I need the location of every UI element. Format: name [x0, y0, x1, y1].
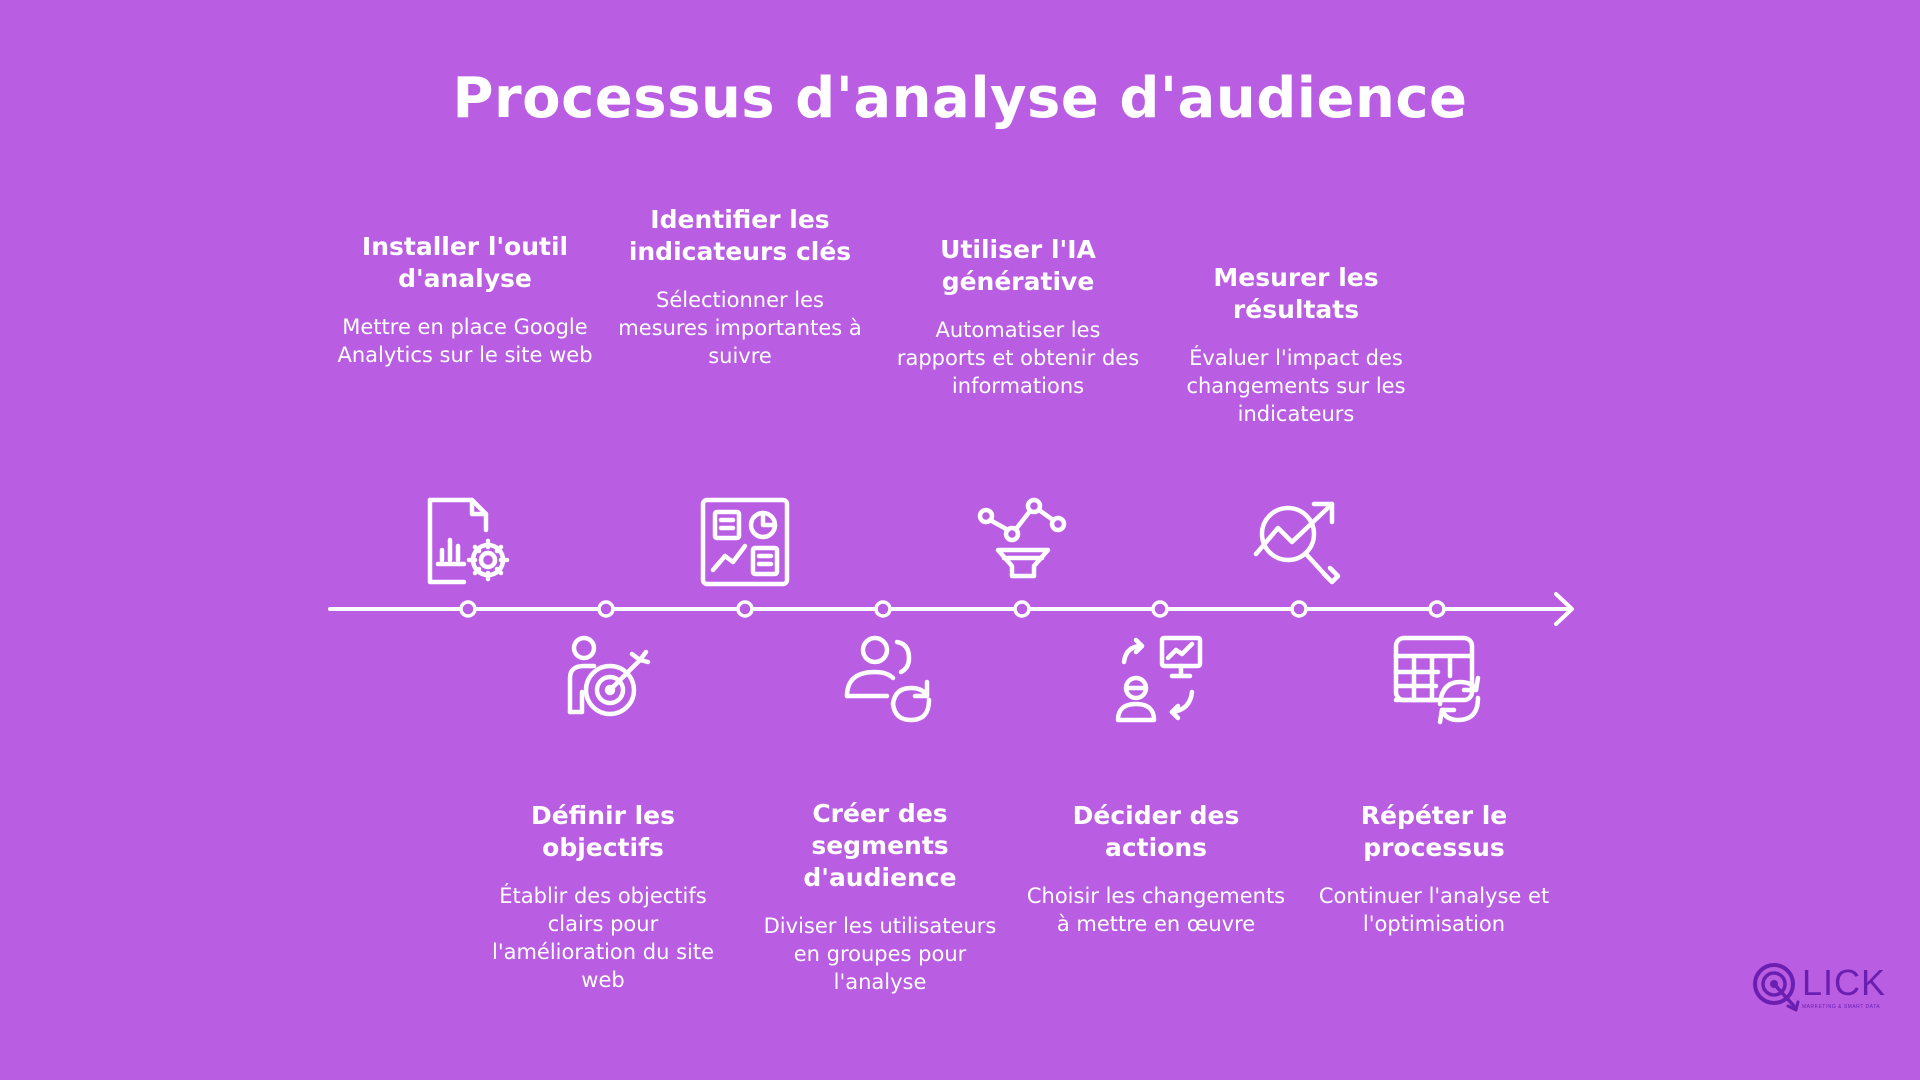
step-title: Installer l'outil d'analyse — [361, 232, 569, 293]
step-title: Créer des segments d'audience — [803, 799, 957, 892]
step-3: Identifier les indicateurs clés Sélectio… — [610, 204, 870, 370]
step-title: Identifier les indicateurs clés — [628, 205, 852, 266]
step-description: Automatiser les rapports et obtenir des … — [896, 318, 1140, 398]
step-title: Répéter le processus — [1360, 801, 1508, 862]
timeline-node — [1428, 600, 1446, 618]
trend-magnifier-icon — [1250, 494, 1350, 594]
step-description: Choisir les changements à mettre en œuvr… — [1026, 884, 1286, 936]
step-description: Établir des objectifs clairs pour l'amél… — [491, 884, 715, 992]
timeline-node — [1290, 600, 1308, 618]
dashboard-icon — [695, 494, 795, 594]
table-refresh-icon — [1388, 632, 1488, 732]
timeline-node — [597, 600, 615, 618]
step-4: Créer des segments d'audience Diviser le… — [750, 798, 1010, 996]
step-description: Sélectionner les mesures importantes à s… — [618, 288, 862, 368]
users-refresh-icon — [835, 632, 935, 732]
timeline-nodes — [459, 600, 1446, 618]
step-2: Définir les objectifs Établir des object… — [473, 800, 733, 994]
step-description: Mettre en place Google Analytics sur le … — [337, 315, 593, 367]
step-title: Utiliser l'IA générative — [940, 235, 1096, 296]
funnel-nodes-icon — [972, 494, 1072, 594]
page-title: Processus d'analyse d'audience — [452, 66, 1468, 131]
target-arrow-logo-icon — [1753, 963, 1800, 1012]
step-1: Installer l'outil d'analyse Mettre en pl… — [335, 231, 595, 369]
step-title: Décider des actions — [1072, 801, 1240, 862]
brand-logo: LICK MARKETING & SMART DATA — [1752, 960, 1892, 1020]
step-description: Diviser les utilisateurs en groupes pour… — [763, 914, 997, 994]
step-title: Mesurer les résultats — [1213, 263, 1379, 324]
person-target-icon — [560, 632, 660, 732]
step-5: Utiliser l'IA générative Automatiser les… — [888, 234, 1148, 400]
step-description: Continuer l'analyse et l'optimisation — [1318, 884, 1550, 936]
timeline-node — [736, 600, 754, 618]
step-description: Évaluer l'impact des changements sur les… — [1186, 346, 1406, 426]
timeline-node — [1151, 600, 1169, 618]
timeline-node — [1013, 600, 1031, 618]
logo-tagline: MARKETING & SMART DATA — [1802, 1004, 1881, 1010]
step-title: Définir les objectifs — [530, 801, 676, 862]
timeline-node — [874, 600, 892, 618]
document-chart-gear-icon — [420, 494, 520, 594]
step-6: Décider des actions Choisir les changeme… — [1026, 800, 1286, 938]
timeline-node — [459, 600, 477, 618]
step-8: Répéter le processus Continuer l'analyse… — [1304, 800, 1564, 938]
presenter-arrows-icon — [1110, 632, 1210, 732]
logo-wordmark: LICK — [1802, 962, 1887, 1003]
step-7: Mesurer les résultats Évaluer l'impact d… — [1166, 262, 1426, 428]
